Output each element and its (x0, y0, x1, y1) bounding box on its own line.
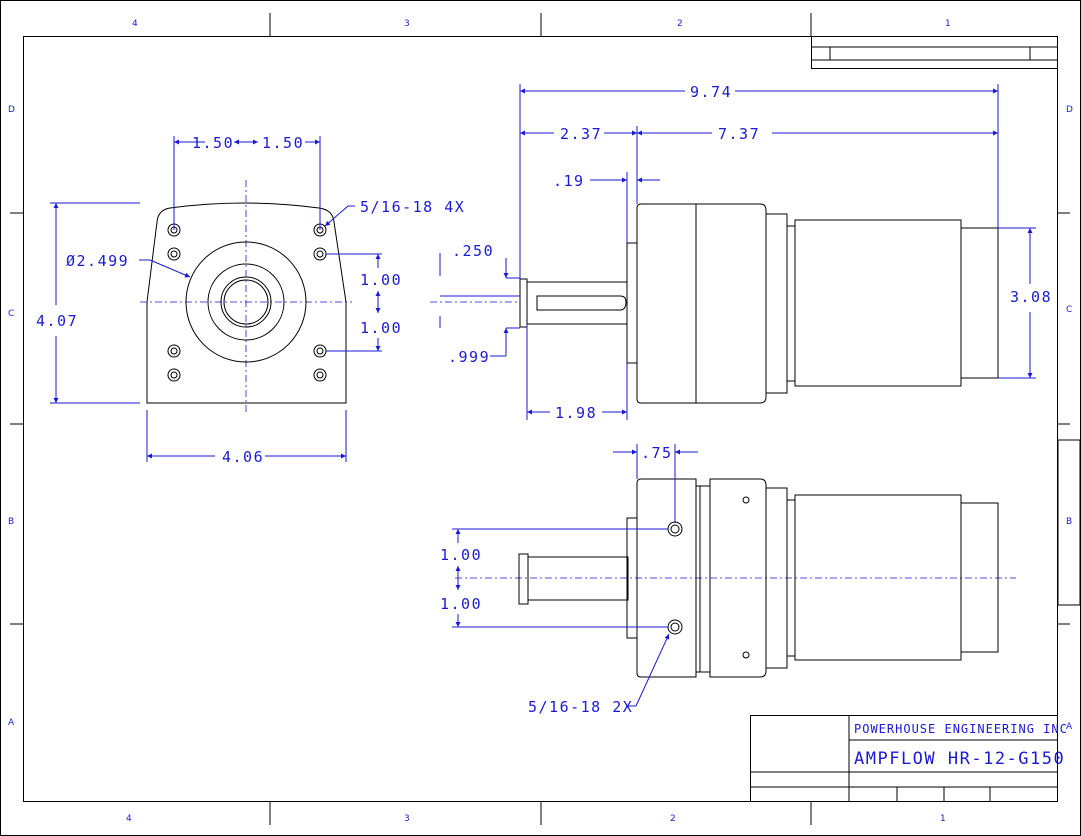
title-block (750, 715, 1058, 802)
front-view-dimensions (50, 136, 382, 462)
dim-overall-length: 9.74 (690, 83, 732, 101)
side-view-dimensions (439, 84, 1036, 420)
dim-thread-4x: 5/16-18 4X (360, 198, 465, 216)
title-block-title: AMPFLOW HR-12-G150 (854, 749, 1065, 769)
zone-left-c: C (8, 309, 14, 319)
dim-shaft-length: 2.37 (560, 125, 602, 143)
dim-keyway-width: .250 (452, 242, 494, 260)
bottom-view-dimensions (452, 444, 698, 707)
dim-shaft-diameter: .999 (448, 348, 490, 366)
dim-bottom-spacing-upper: 1.00 (440, 546, 482, 564)
zone-bottom-4: 4 (126, 814, 132, 824)
dim-front-half-left: 1.50 (192, 134, 234, 152)
dim-width: 4.06 (222, 448, 264, 466)
dim-flange-thickness: .19 (553, 172, 585, 190)
zone-top-2: 2 (677, 19, 683, 29)
dim-body-length: 7.37 (718, 125, 760, 143)
zone-top-3: 3 (404, 19, 410, 29)
zone-bottom-3: 3 (404, 814, 410, 824)
dim-front-half-right: 1.50 (262, 134, 304, 152)
front-flange-outline (146, 202, 347, 404)
dim-bore-diameter: Ø2.499 (66, 252, 129, 270)
zone-right-b: B (1066, 517, 1072, 527)
zone-right-a: A (1066, 722, 1073, 732)
dim-motor-diameter: 3.08 (1010, 288, 1052, 306)
zone-left-a: A (8, 718, 15, 728)
bottom-view (455, 478, 1016, 678)
zone-right-c: C (1066, 305, 1072, 315)
side-view (430, 203, 999, 404)
dim-shaft-to-face: 1.98 (555, 404, 597, 422)
zone-bottom-2: 2 (670, 814, 676, 824)
dim-hole-offset: .75 (641, 444, 673, 462)
dim-thread-2x: 5/16-18 2X (528, 698, 633, 716)
zone-left-d: D (8, 105, 15, 115)
zone-bottom-1: 1 (940, 814, 946, 824)
title-block-company: POWERHOUSE ENGINEERING INC (854, 722, 1068, 736)
zone-top-4: 4 (132, 19, 138, 29)
zone-right-d: D (1066, 105, 1073, 115)
zone-left-b: B (8, 517, 14, 527)
dim-hole-spacing-lower: 1.00 (360, 319, 402, 337)
dim-bottom-spacing-lower: 1.00 (440, 595, 482, 613)
zone-top-1: 1 (945, 19, 951, 29)
dim-hole-spacing-upper: 1.00 (360, 271, 402, 289)
front-mount-holes (167, 223, 327, 382)
dim-height: 4.07 (36, 312, 78, 330)
